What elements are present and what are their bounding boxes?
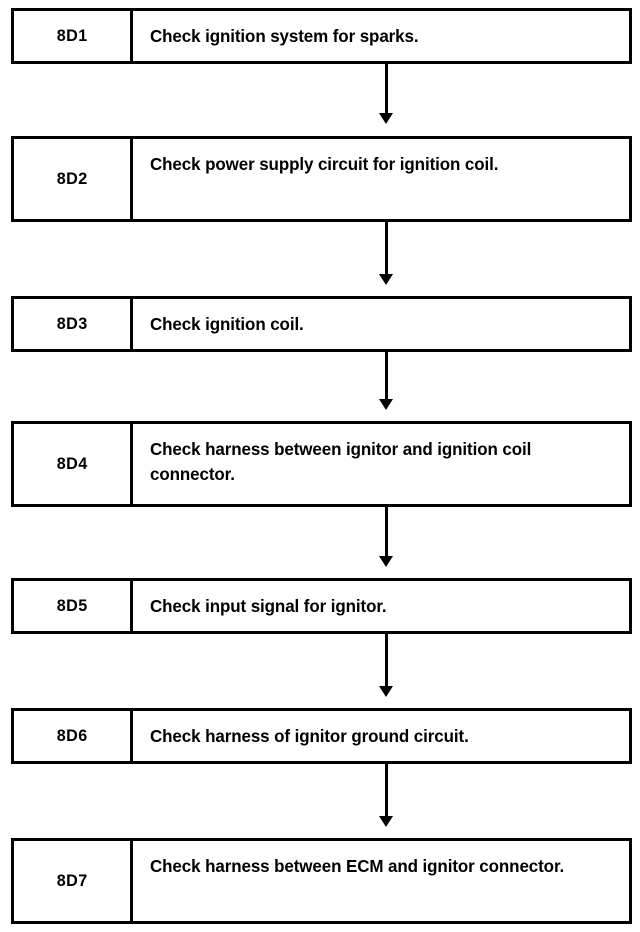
step-code-label: 8D2 [56,169,88,188]
step-code-cell: 8D6 [14,711,133,761]
step-box-8d5[interactable]: 8D5 Check input signal for ignitor. [11,578,632,634]
step-description-cell: Check ignition coil. [133,299,629,349]
connector-line-1 [385,64,388,113]
step-code-cell: 8D2 [14,139,133,219]
step-code-cell: 8D3 [14,299,133,349]
step-description-cell: Check power supply circuit for ignition … [133,139,629,219]
step-code-cell: 8D1 [14,11,133,61]
step-code-cell: 8D5 [14,581,133,631]
step-code-label: 8D1 [56,26,88,45]
step-description-label: Check harness between ignitor and igniti… [150,439,532,484]
step-code-label: 8D4 [56,454,88,473]
step-code-cell: 8D4 [14,424,133,504]
arrow-down-icon [379,556,393,567]
arrow-down-icon [379,399,393,410]
step-box-8d3[interactable]: 8D3 Check ignition coil. [11,296,632,352]
connector-line-6 [385,764,388,816]
connector-line-5 [385,634,388,686]
step-description-label: Check harness between ECM and ignitor co… [150,856,565,876]
step-code-label: 8D6 [56,726,88,745]
step-code-label: 8D5 [56,596,88,615]
arrow-down-icon [379,113,393,124]
step-description-label: Check harness of ignitor ground circuit. [150,725,469,746]
step-description-cell: Check ignition system for sparks. [133,11,629,61]
arrow-down-icon [379,816,393,827]
step-description-cell: Check input signal for ignitor. [133,581,629,631]
step-description-cell: Check harness of ignitor ground circuit. [133,711,629,761]
step-box-8d4[interactable]: 8D4 Check harness between ignitor and ign… [11,421,632,507]
arrow-down-icon [379,686,393,697]
step-box-8d1[interactable]: 8D1 Check ignition system for sparks. [11,8,632,64]
step-description-label: Check ignition system for sparks. [150,25,419,46]
step-code-cell: 8D7 [14,841,133,921]
connector-line-4 [385,507,388,556]
step-description-label: Check power supply circuit for ignition … [150,154,499,174]
step-description-cell: Check harness between ECM and ignitor co… [133,841,629,921]
connector-line-2 [385,222,388,274]
step-box-8d2[interactable]: 8D2 Check power supply circuit for igniti… [11,136,632,222]
step-box-8d6[interactable]: 8D6 Check harness of ignitor ground circu… [11,708,632,764]
step-code-label: 8D3 [56,314,88,333]
connector-line-3 [385,352,388,399]
step-box-8d7[interactable]: 8D7 Check harness between ECM and ignitor… [11,838,632,924]
step-description-cell: Check harness between ignitor and igniti… [133,424,629,504]
arrow-down-icon [379,274,393,285]
step-description-label: Check input signal for ignitor. [150,595,387,616]
step-description-label: Check ignition coil. [150,313,304,334]
step-code-label: 8D7 [56,871,88,890]
